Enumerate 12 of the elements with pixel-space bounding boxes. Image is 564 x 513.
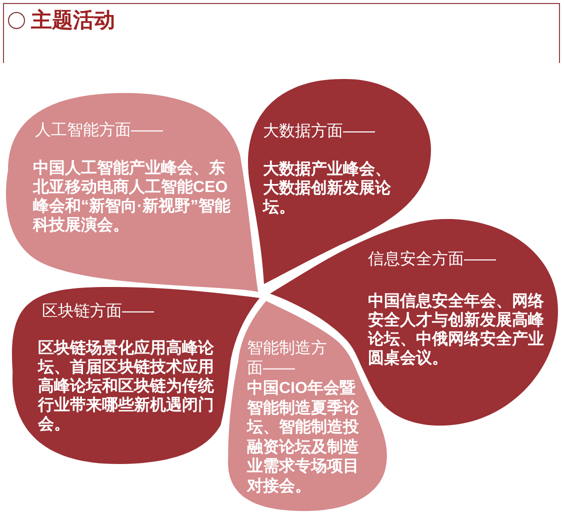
petal-description: 区块链场景化应用高峰论坛、首届区块链技术应用高峰论坛和区块链为传统行业带来哪些新机遇闭门会。: [38, 339, 215, 434]
petal-description: 中国人工智能产业峰会、东北亚移动电商人工智能CEO峰会和“新智向·新视野”智能科技展演会。: [32, 159, 231, 235]
petal-heading: 智能制造方面——: [246, 339, 328, 379]
petal-description: 中国CIO年会暨智能制造夏季论坛、智能制造投融资论坛及制造业需求专场项目对接会。: [246, 379, 360, 496]
petal-heading: 信息安全方面——: [368, 250, 497, 270]
section-title: 主题活动: [31, 8, 115, 34]
petal-heading: 大数据方面——: [262, 122, 376, 142]
petal-heading: 人工智能方面——: [34, 121, 164, 141]
petal-shape: [6, 93, 258, 292]
petal-description: 大数据产业峰会、大数据创新发展论坛。: [262, 160, 392, 217]
petal-description: 中国信息安全年会、网络安全人才与创新发展高峰论坛、中俄网络安全产业圆桌会议。: [368, 292, 545, 368]
petal-heading: 区块链方面——: [42, 302, 155, 322]
